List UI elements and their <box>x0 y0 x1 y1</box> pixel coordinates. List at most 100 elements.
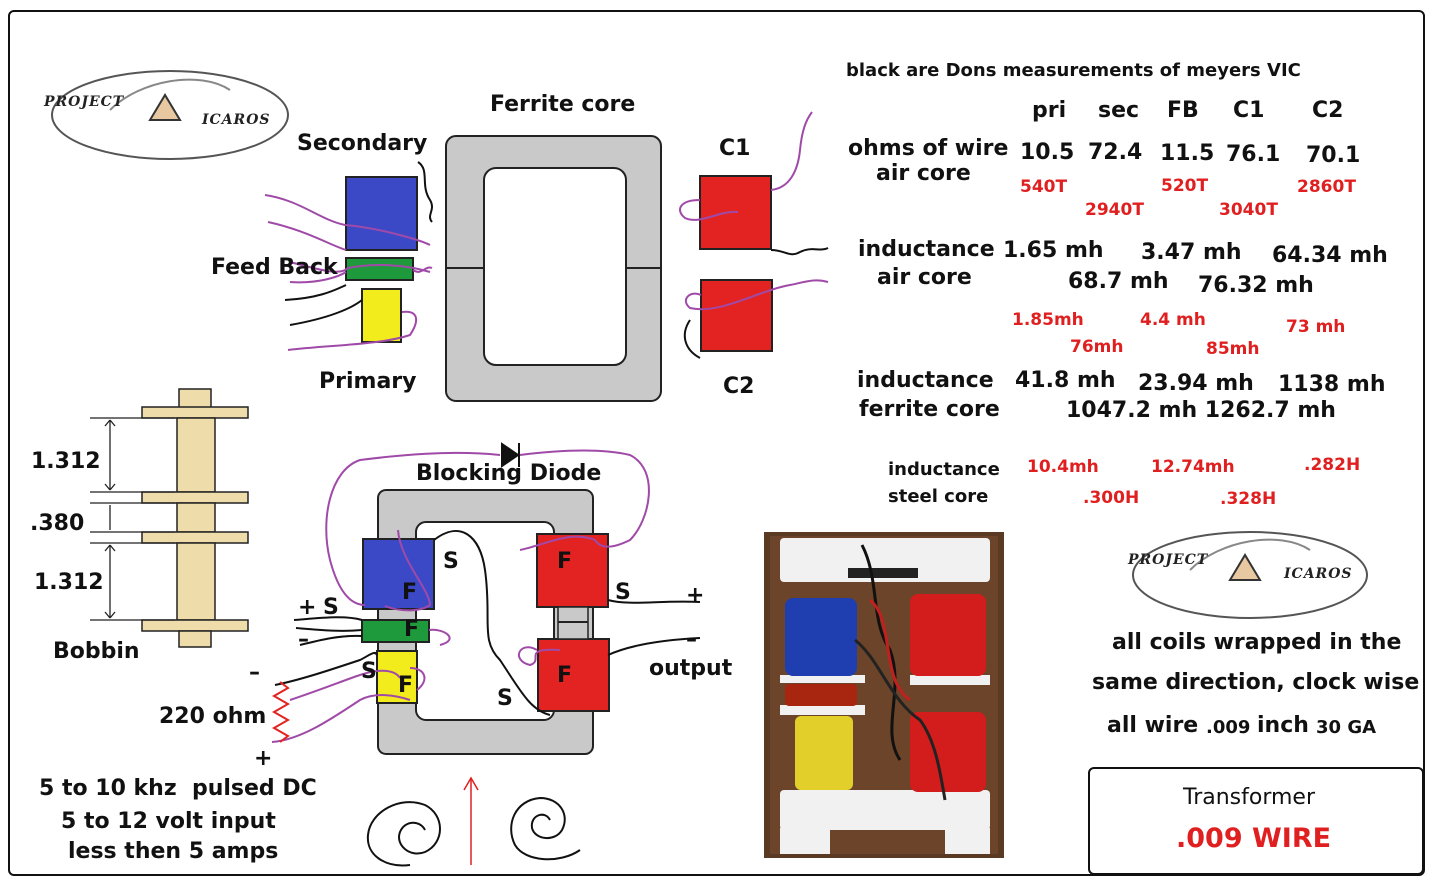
ohms-c1: 76.1 <box>1226 142 1281 167</box>
ind-fer-label-1: inductance <box>857 368 994 393</box>
right-spiral <box>510 796 581 861</box>
feedback-coil <box>345 257 414 281</box>
ind-fer-row2: 1047.2 mh 1262.7 mh <box>1066 398 1336 423</box>
note-line-3d: 30 GA <box>1316 717 1377 738</box>
note-line-3b: .009 <box>1206 717 1251 738</box>
ind-steel-fb: 12.74mh <box>1151 457 1235 477</box>
ohms-sec: 72.4 <box>1088 140 1143 165</box>
ind-air-red-sec: 76mh <box>1070 337 1124 357</box>
ferrite-core-label: Ferrite core <box>490 92 636 117</box>
c2-label: C2 <box>723 374 755 399</box>
turns-fb: 520T <box>1161 176 1209 196</box>
circuit-c1-coil <box>536 533 609 608</box>
f-label-c2: F <box>557 663 573 688</box>
ferrite-core <box>445 135 662 402</box>
ind-fer-pri: 41.8 mh <box>1015 368 1116 393</box>
ind-steel-label-1: inductance <box>888 459 1000 480</box>
ind-steel-label-2: steel core <box>888 486 989 507</box>
turns-c1: 3040T <box>1219 200 1278 220</box>
logo-bottom <box>1132 531 1368 619</box>
note-line-2: same direction, clock wise <box>1092 670 1420 695</box>
output-label: output <box>649 656 733 681</box>
ind-fer-fb: 23.94 mh <box>1138 371 1254 396</box>
fb-plus: + <box>298 595 317 620</box>
turns-pri: 540T <box>1020 177 1068 197</box>
logo-top-line1: PROJECT <box>44 94 125 110</box>
top-coil-wires <box>264 111 829 359</box>
circuit-secondary-coil <box>362 538 435 610</box>
s-label-c1: S <box>615 580 631 605</box>
c2-coil <box>700 279 773 352</box>
s-label-pri: S <box>361 659 377 684</box>
col-sec: sec <box>1098 98 1140 123</box>
bobbin-dim-bot: 1.312 <box>34 570 104 595</box>
blocking-diode <box>501 442 520 468</box>
ind-air-red-pri: 1.85mh <box>1012 310 1084 330</box>
turns-sec: 2940T <box>1085 200 1144 220</box>
secondary-coil <box>345 176 418 251</box>
s-label-1: S <box>443 549 459 574</box>
f-label-fb: F <box>404 617 420 642</box>
blocking-diode-label: Blocking Diode <box>416 461 602 486</box>
ind-steel-sec: .300H <box>1083 488 1140 508</box>
circuit-wires <box>271 449 701 743</box>
input-plus: + <box>254 746 273 771</box>
title-box: Transformer .009 WIRE <box>1088 767 1424 875</box>
ohms-label-1: ohms of wire <box>848 136 1009 161</box>
turns-c2: 2860T <box>1297 177 1356 197</box>
fb-minus: – <box>298 627 309 652</box>
input-line-3: less then 5 amps <box>68 839 279 864</box>
ind-air-pri: 1.65 mh <box>1003 238 1104 263</box>
ind-steel-c2: .282H <box>1304 455 1361 475</box>
ind-fer-label-2: ferrite core <box>859 397 1000 422</box>
ind-air-sec: 68.7 mh <box>1068 269 1169 294</box>
input-minus: – <box>249 660 260 685</box>
bobbin-dim-top: 1.312 <box>31 449 101 474</box>
c1-label: C1 <box>719 136 751 161</box>
page-frame <box>8 10 1425 876</box>
f-label-secondary: F <box>402 580 418 605</box>
ind-air-c1: 76.32 mh <box>1198 273 1314 298</box>
output-minus: – <box>686 627 697 652</box>
flux-arrow <box>463 776 479 865</box>
ohms-c2: 70.1 <box>1306 143 1361 168</box>
ind-air-fb: 3.47 mh <box>1141 240 1242 265</box>
bobbin-dim-mid: .380 <box>30 511 85 536</box>
ind-air-label-1: inductance <box>858 237 995 262</box>
circuit-c2-coil <box>537 638 610 712</box>
logo-bottom-line1: PROJECT <box>1128 552 1209 568</box>
logo-bottom-line2: ICAROS <box>1284 566 1353 582</box>
col-c2: C2 <box>1312 98 1344 123</box>
input-line-2: 5 to 12 volt input <box>61 809 276 834</box>
primary-label: Primary <box>319 369 417 394</box>
f-label-c1: F <box>557 549 573 574</box>
bobbin-drawing <box>141 388 249 648</box>
resistor-220-ohm <box>271 681 291 743</box>
bobbin-dimension-lines <box>90 417 175 621</box>
ohms-label-2: air core <box>876 161 971 186</box>
title-box-title: Transformer <box>1183 785 1316 810</box>
ind-air-red-fb: 4.4 mh <box>1140 310 1206 330</box>
note-line-1: all coils wrapped in the <box>1112 630 1402 655</box>
note-line-3c: inch <box>1257 713 1309 738</box>
ind-steel-pri: 10.4mh <box>1027 457 1099 477</box>
ohms-fb: 11.5 <box>1160 141 1215 166</box>
feedback-label: Feed Back <box>211 255 338 280</box>
ind-air-c2: 64.34 mh <box>1272 243 1388 268</box>
ind-fer-c2: 1138 mh <box>1278 372 1386 397</box>
table-heading: black are Dons measurements of meyers VI… <box>846 60 1301 81</box>
output-plus: + <box>686 583 705 608</box>
secondary-label: Secondary <box>297 131 428 156</box>
note-line-3a: all wire <box>1107 713 1199 738</box>
left-spiral <box>366 801 441 867</box>
ind-steel-c1: .328H <box>1220 489 1277 509</box>
s-label-c2: S <box>497 686 513 711</box>
col-c1: C1 <box>1233 98 1265 123</box>
s-label-fb: S <box>323 595 339 620</box>
col-pri: pri <box>1032 98 1067 123</box>
input-line-1: 5 to 10 khz pulsed DC <box>39 776 317 801</box>
primary-coil <box>361 288 402 343</box>
f-label-pri: F <box>398 673 414 698</box>
transformer-photo <box>764 532 1004 858</box>
